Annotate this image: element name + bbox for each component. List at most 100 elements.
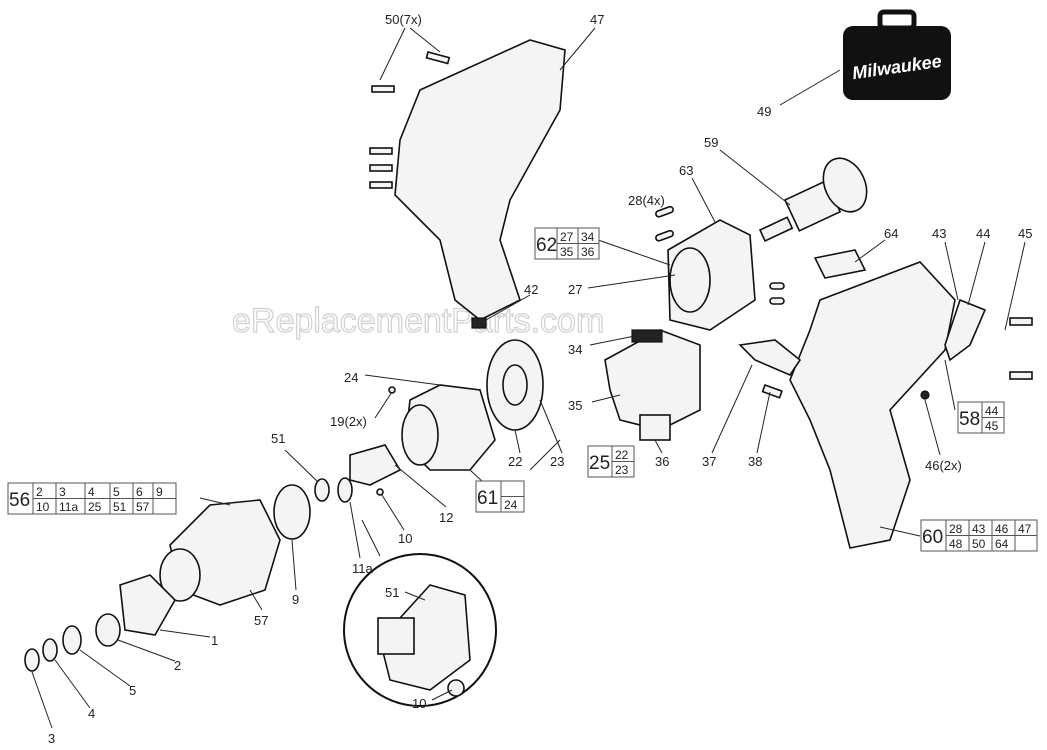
callout-35: 35 [568, 398, 582, 413]
part-64-label [813, 249, 867, 279]
callout-51: 51 [271, 431, 285, 446]
part-37-bracket [738, 339, 802, 376]
callout-50: 50(7x) [385, 12, 422, 27]
callout-42: 42 [524, 282, 538, 297]
kit-61-id: 61 [477, 488, 498, 509]
part-34-board [631, 329, 663, 343]
kit-cell: 5 [113, 485, 120, 499]
kit-56-id: 56 [9, 490, 30, 511]
kit-61: 61 24 [475, 480, 525, 513]
kit-cell: 35 [560, 245, 574, 259]
callout-28: 28(4x) [628, 193, 665, 208]
callout-49: 49 [757, 104, 771, 119]
kit-cell: 57 [136, 500, 150, 514]
callout-9: 9 [292, 592, 299, 607]
callout-34: 34 [568, 342, 582, 357]
kit-cell: 36 [581, 245, 595, 259]
part-59-armature [758, 157, 868, 242]
callout-63: 63 [679, 163, 693, 178]
kit-cell: 34 [581, 230, 595, 244]
callout-11a: 11a [352, 561, 373, 576]
callout-64: 64 [884, 226, 898, 241]
kit-cell: 6 [136, 485, 143, 499]
kit-25-id: 25 [589, 453, 610, 474]
part-9-gasket [273, 484, 311, 540]
kit-cell: 47 [1018, 522, 1032, 536]
part-27-endplate [669, 247, 711, 313]
part-1-sleeve [119, 574, 176, 636]
callout-45: 45 [1018, 226, 1032, 241]
callout-2: 2 [174, 658, 181, 673]
callout-4: 4 [88, 706, 95, 721]
part-47-housing [394, 39, 566, 321]
part-60-housing [789, 261, 956, 549]
callout-10: 10 [398, 531, 412, 546]
kit-cell: 10 [36, 500, 50, 514]
kit-cell: 48 [949, 537, 963, 551]
callout-59: 59 [704, 135, 718, 150]
kit-cell: 24 [504, 498, 518, 512]
kit-cell: 44 [985, 404, 999, 418]
kit-cell: 45 [985, 419, 999, 433]
kit-cell: 3 [59, 485, 66, 499]
callout-1: 1 [211, 633, 218, 648]
callout-38: 38 [748, 454, 762, 469]
part-24 [401, 404, 439, 466]
kit-62-id: 62 [536, 235, 557, 256]
callout-47: 47 [590, 12, 604, 27]
part-42 [471, 317, 487, 329]
part-45-screw-b [1009, 371, 1033, 380]
kit-60-id: 60 [922, 527, 943, 548]
part-51-ring [314, 478, 330, 502]
part-45-screw [1009, 317, 1033, 326]
callout-inset10: 10 [412, 696, 426, 711]
part-11a [337, 477, 353, 503]
kit-cell: 27 [560, 230, 574, 244]
callout-46: 46(2x) [925, 458, 962, 473]
part-22-hub [502, 364, 528, 406]
part-57-front [159, 548, 201, 602]
part-3 [24, 648, 40, 672]
leader-lines [31, 27, 1026, 729]
part-50-screws [369, 51, 451, 189]
callout-3: 3 [48, 731, 55, 746]
kit-cell: 25 [88, 500, 102, 514]
callout-57: 57 [254, 613, 268, 628]
callout-12: 12 [439, 510, 453, 525]
part-5-spring [62, 625, 82, 655]
callout-inset51: 51 [385, 585, 399, 600]
part-4 [42, 638, 58, 662]
kit-cell: 64 [995, 537, 1009, 551]
part-35-switch-housing [604, 329, 701, 431]
part-38 [761, 383, 783, 399]
callout-5: 5 [129, 683, 136, 698]
kit-cell: 9 [156, 485, 163, 499]
callout-24: 24 [344, 370, 358, 385]
part-49-case: Milwaukee [843, 9, 951, 100]
kit-cell: 28 [949, 522, 963, 536]
callout-44: 44 [976, 226, 990, 241]
callout-27: 27 [568, 282, 582, 297]
kit-cell: 50 [972, 537, 986, 551]
kit-cell: 23 [615, 463, 629, 477]
callout-37: 37 [702, 454, 716, 469]
part-46-screw [920, 390, 930, 400]
kit-cell: 46 [995, 522, 1009, 536]
kit-cell: 2 [36, 485, 43, 499]
kit-cell: 43 [972, 522, 986, 536]
detail-inset [343, 553, 497, 707]
kit-58-id: 58 [959, 409, 980, 430]
kit-cell: 11a [59, 500, 78, 514]
watermark: eReplacementParts.com [232, 302, 604, 340]
callout-23: 23 [550, 454, 564, 469]
kit-cell: 4 [88, 485, 95, 499]
